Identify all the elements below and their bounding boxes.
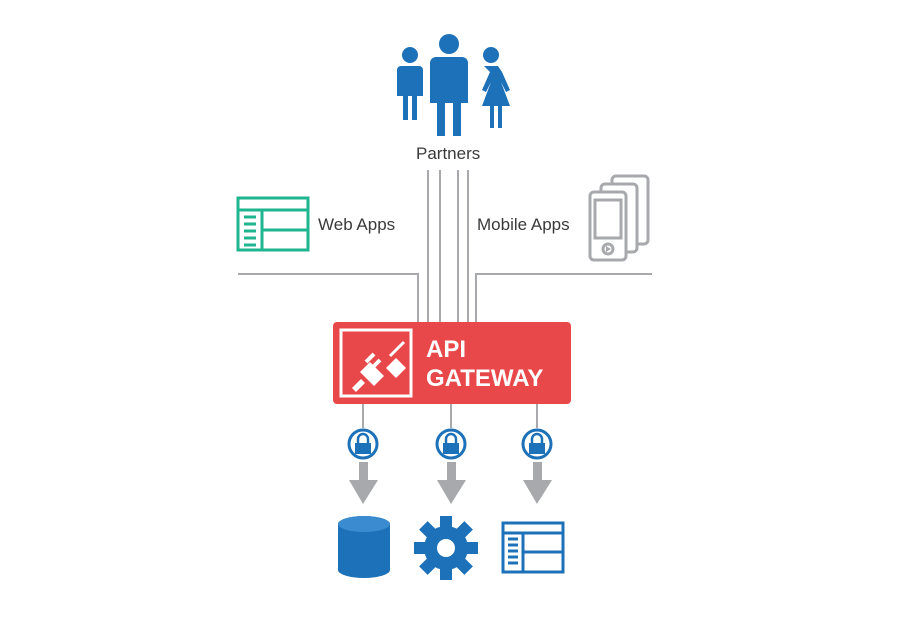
gateway-downlinks <box>362 404 538 428</box>
connector-lines <box>238 170 652 322</box>
database-icon <box>338 516 390 578</box>
lock-icon <box>435 428 467 460</box>
lock-icon <box>521 428 553 460</box>
arrow-down-icon <box>349 462 378 504</box>
api-gateway-box <box>333 322 571 404</box>
web-apps-line <box>238 273 419 322</box>
arrow-down-icon <box>523 462 552 504</box>
api-gateway-title-line1: API <box>426 336 467 363</box>
web-apps-label: Web Apps <box>318 215 396 234</box>
lock-icon <box>347 428 379 460</box>
mobile-apps-label: Mobile Apps <box>477 215 570 234</box>
mobile-devices-icon <box>588 174 650 262</box>
plug-icon <box>339 328 413 398</box>
web-app-window-icon <box>501 521 565 574</box>
mobile-apps-line <box>475 273 652 322</box>
partners-label: Partners <box>416 144 481 163</box>
arrow-down-icon <box>437 462 466 504</box>
people-group-icon <box>397 34 510 136</box>
web-app-window-icon <box>236 196 310 252</box>
api-gateway-title-line2: GATEWAY <box>426 365 544 392</box>
gear-icon <box>414 516 478 580</box>
